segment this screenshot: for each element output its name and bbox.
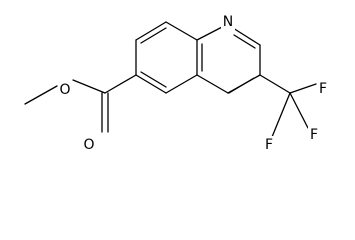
bond-c6-c5-inner — [140, 71, 167, 88]
fluorine-right-label: F — [310, 127, 318, 143]
bond-c8-c7-inner — [140, 27, 167, 44]
bond-cf3-f-right — [289, 92, 309, 129]
bond-c4-c4a — [196, 74, 229, 94]
fluorine-bottom-label: F — [265, 137, 273, 153]
fluorine-top-label: F — [319, 81, 327, 97]
bond-c3-cf3-carbon — [259, 74, 291, 94]
carbonyl-oxygen-atom: O — [82, 136, 96, 153]
bond-cf3-f-bottom — [271, 92, 291, 138]
atom-label-layer: N O O F F F — [58, 13, 329, 153]
bond-ester-oxygen-methyl — [24, 85, 58, 105]
bond-c3-c4-inner — [228, 77, 255, 94]
bond-c6-carbonyl-carbon — [104, 74, 137, 94]
bond-c6-c5 — [135, 74, 167, 94]
ring-nitrogen-atom: N — [221, 13, 235, 30]
fluorine-top-atom: F — [317, 80, 329, 97]
bond-c8-c7 — [135, 21, 167, 41]
bond-n1-c2-inner — [233, 34, 256, 49]
fluorine-bottom-atom: F — [263, 136, 275, 153]
bond-carbonyl-carbon-ester-oxygen — [72, 79, 106, 94]
bond-cf3-f-top — [289, 83, 317, 94]
ring-nitrogen-label: N — [223, 14, 233, 30]
bond-c8a-c8 — [165, 21, 198, 41]
ester-oxygen-label: O — [59, 82, 70, 98]
bond-layer — [24, 21, 317, 138]
bond-c8a-n1 — [196, 25, 225, 41]
bond-n1-c2-double — [232, 27, 261, 46]
bond-c5-c4a — [165, 74, 198, 94]
fluorine-right-atom: F — [308, 126, 320, 143]
carbonyl-oxygen-label: O — [83, 137, 94, 153]
chemical-structure: N O O F F F — [24, 13, 329, 153]
ester-oxygen-atom: O — [58, 81, 72, 98]
